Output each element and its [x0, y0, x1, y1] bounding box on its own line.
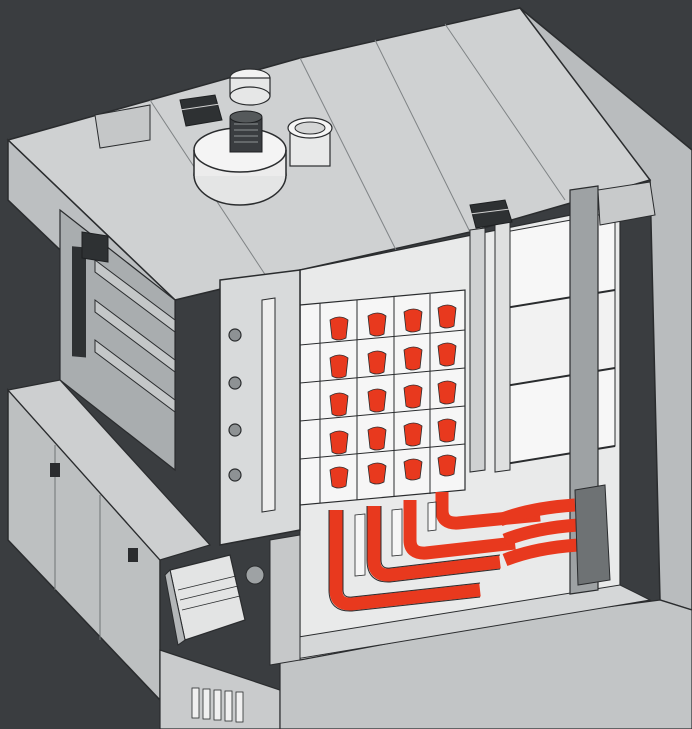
cabinet-handle-1 — [50, 463, 60, 477]
duct-collector — [574, 484, 611, 586]
rack-rails — [469, 219, 511, 473]
vent-grille — [191, 687, 244, 723]
front-panel-slot — [261, 297, 276, 513]
heating-ducts — [329, 492, 579, 611]
base-cabinet-top — [6, 379, 212, 561]
left-side-panel — [59, 208, 176, 472]
rack-vent — [469, 199, 513, 229]
control-box-icon — [164, 554, 265, 646]
fan-motor-icon — [229, 110, 263, 153]
brand-badge — [81, 231, 109, 263]
right-bracket — [597, 181, 656, 226]
heater-grid-lines — [299, 294, 466, 503]
inspection-ports — [228, 328, 242, 482]
bottom-plinth — [159, 649, 281, 729]
heating-duct-outlines — [328, 506, 501, 612]
intake-duct-icon — [287, 117, 333, 167]
heating-grid — [329, 304, 457, 489]
exhaust-vent-icon — [179, 94, 223, 127]
side-control-strip — [72, 246, 86, 358]
lower-inner-panel — [269, 534, 301, 666]
fan-housing — [193, 127, 287, 206]
left-side-shelves — [94, 259, 176, 413]
chimney-collar — [229, 68, 271, 106]
heating-coil-icon — [329, 316, 349, 341]
front-access-panel — [219, 269, 301, 546]
duct-separators — [354, 501, 437, 577]
roof-rear-box — [94, 104, 151, 149]
cabinet-handle-2 — [128, 548, 138, 562]
